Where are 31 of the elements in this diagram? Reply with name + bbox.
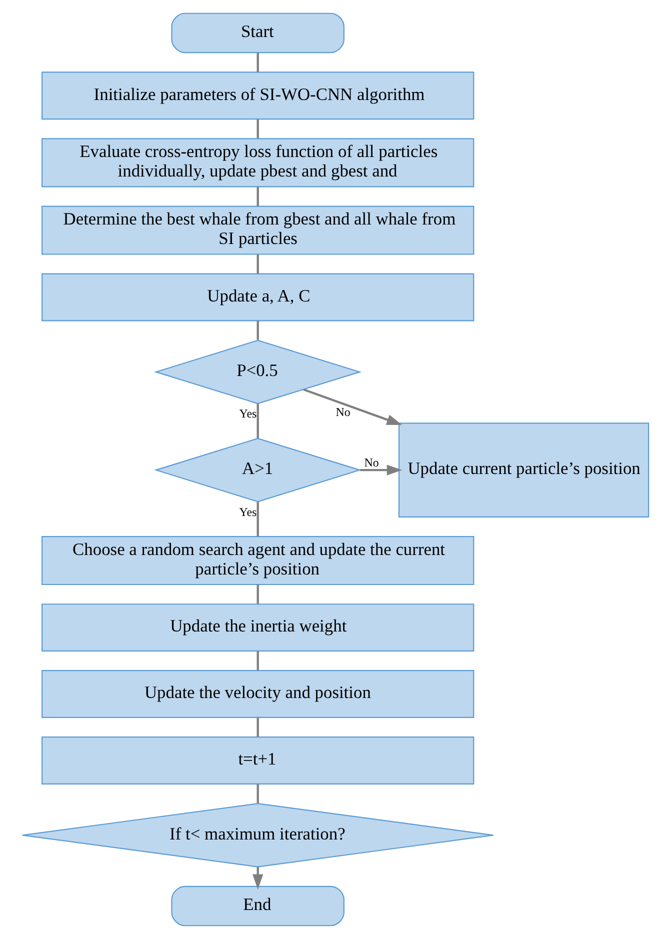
arrow bbox=[360, 464, 402, 475]
arrow bbox=[303, 388, 402, 425]
connector bbox=[256, 584, 259, 604]
connector bbox=[256, 403, 259, 438]
node-box: Choose a random search agent and update the current particle’s position bbox=[41, 535, 474, 585]
node-box: Start bbox=[171, 12, 344, 53]
node-box: Initialize parameters of SI-WO-CNN algorithm bbox=[41, 71, 474, 120]
node-box: Update the velocity and position bbox=[41, 670, 474, 718]
node-box: Update a, A, C bbox=[41, 272, 474, 321]
connector bbox=[256, 320, 259, 340]
connector bbox=[256, 502, 259, 536]
node-box: End bbox=[171, 885, 344, 926]
edge-label: Yes bbox=[239, 406, 257, 420]
edge-label: No bbox=[364, 455, 379, 470]
connector bbox=[256, 186, 259, 206]
node-box: Determine the best whale from gbest and all whale from SI particles bbox=[41, 205, 474, 254]
node-diamond: A>1 bbox=[154, 437, 362, 502]
connector bbox=[256, 52, 259, 72]
connector bbox=[256, 254, 259, 274]
edge-label: Yes bbox=[239, 504, 257, 519]
connector bbox=[256, 717, 259, 736]
node-box: Evaluate cross-entropy loss function of all particles individually, update pbest and gbest and bbox=[41, 138, 474, 187]
node-box: Update current particle’s position bbox=[398, 422, 650, 517]
connector bbox=[256, 118, 259, 138]
connector bbox=[256, 650, 259, 670]
node-box: t=t+1 bbox=[41, 736, 474, 784]
node-box: Update the inertia weight bbox=[41, 603, 474, 652]
node-diamond: If t< maximum iteration? bbox=[22, 802, 494, 867]
connector bbox=[256, 784, 259, 803]
edge-label: No bbox=[336, 404, 350, 419]
node-diamond: P<0.5 bbox=[154, 339, 362, 404]
